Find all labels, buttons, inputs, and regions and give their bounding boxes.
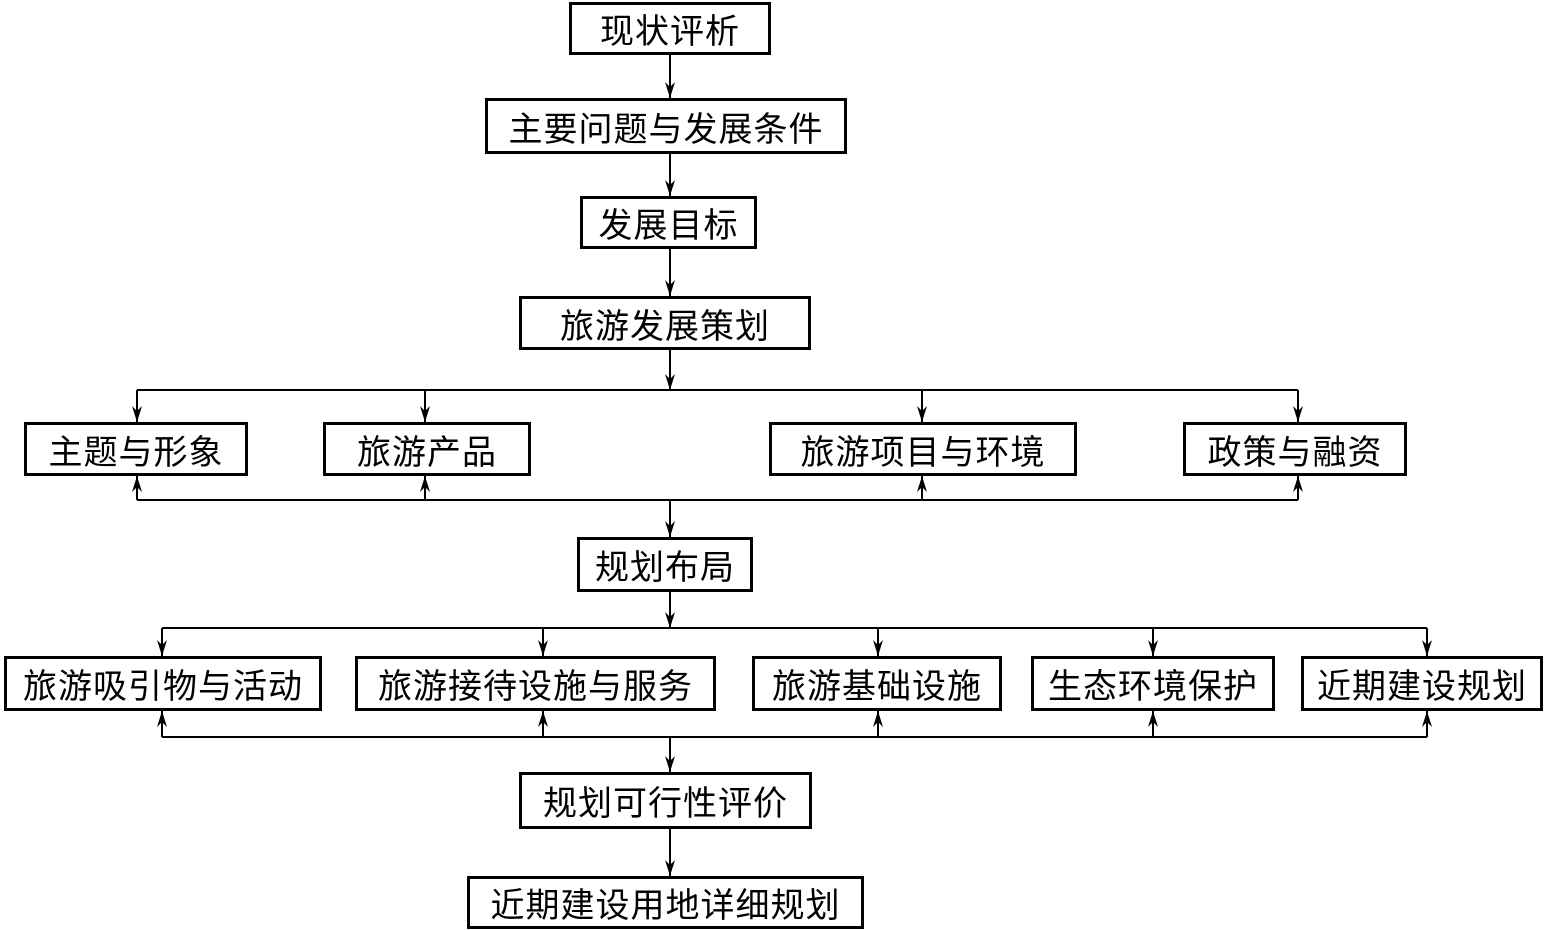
node-component-attractions: 旅游吸引物与活动 [4,656,322,711]
node-tourism-planning: 旅游发展策划 [519,296,811,350]
node-component-ecology: 生态环境保护 [1031,656,1275,711]
node-development-goals: 发展目标 [580,196,757,249]
node-main-issues: 主要问题与发展条件 [485,98,847,154]
node-detailed-plan: 近期建设用地详细规划 [467,876,864,929]
node-layout: 规划布局 [577,537,753,592]
node-component-infrastructure: 旅游基础设施 [752,656,1002,711]
node-component-near-term: 近期建设规划 [1301,656,1543,711]
node-strategy-products: 旅游产品 [323,422,531,476]
node-strategy-policy-financing: 政策与融资 [1183,422,1407,476]
node-component-reception: 旅游接待设施与服务 [355,656,716,711]
node-strategy-theme-image: 主题与形象 [24,422,248,476]
node-current-assessment: 现状评析 [569,2,771,55]
node-feasibility: 规划可行性评价 [519,772,812,829]
node-strategy-projects-environment: 旅游项目与环境 [769,422,1077,476]
